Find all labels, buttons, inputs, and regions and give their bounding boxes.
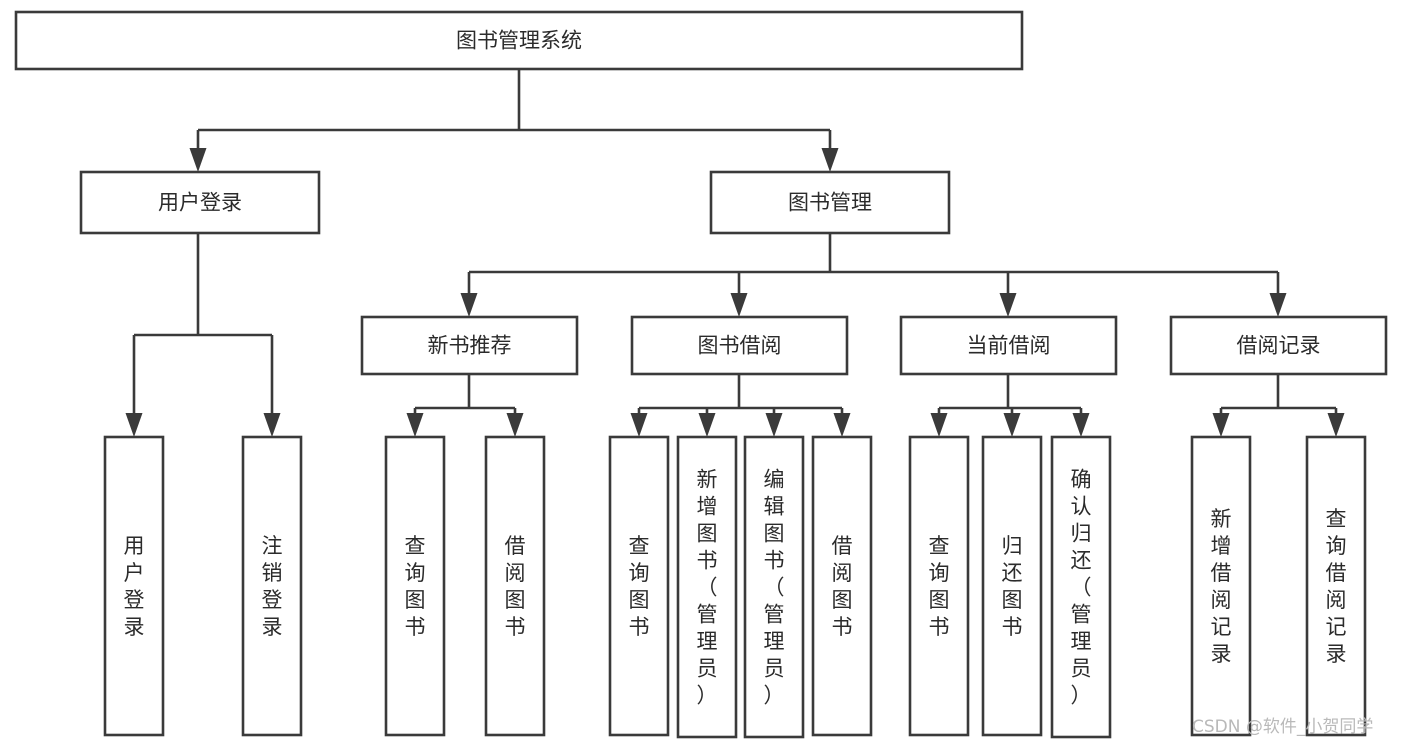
node-label-leaf-query-borrow-record: 查询借阅记录 <box>1326 507 1347 666</box>
leaf-arrow-3-head <box>698 413 716 437</box>
node-leaf-query-borrow-record[interactable]: 查询借阅记录 <box>1305 435 1367 737</box>
node-box-new-book-recommend[interactable] <box>360 315 579 376</box>
leaf-arrow-2-head <box>630 413 648 437</box>
node-label-leaf-confirm-return-admin: 确认归还（管理员） <box>1071 468 1092 708</box>
leaf-arrow-7-head <box>1003 413 1021 437</box>
node-box-leaf-query-borrow-record[interactable] <box>1305 435 1367 737</box>
node-label-user-login: 用户登录 <box>158 191 242 215</box>
node-label-leaf-user-logout: 注销登录 <box>262 534 283 639</box>
leaf-arrow-0-head <box>406 413 424 437</box>
node-label-leaf-rec-borrow-book: 借阅图书 <box>505 534 526 639</box>
node-label-book-borrow: 图书借阅 <box>698 334 782 358</box>
node-box-current-borrow[interactable] <box>899 315 1118 376</box>
leaf-arrow-1-head <box>506 413 524 437</box>
node-leaf-add-borrow-record[interactable]: 新增借阅记录 <box>1190 435 1252 737</box>
node-box-leaf-rec-borrow-book[interactable] <box>484 435 546 737</box>
node-box-leaf-add-borrow-record[interactable] <box>1190 435 1252 737</box>
node-leaf-confirm-return-admin[interactable]: 确认归还（管理员） <box>1050 435 1112 739</box>
node-borrow-record[interactable]: 借阅记录 <box>1169 315 1388 376</box>
node-label-leaf-add-book-admin: 新增图书（管理员） <box>697 468 718 708</box>
node-box-leaf-user-login[interactable] <box>103 435 165 737</box>
node-book-borrow[interactable]: 图书借阅 <box>630 315 849 376</box>
node-leaf-rec-query-book[interactable]: 查询图书 <box>384 435 446 737</box>
node-leaf-borrow-query-book[interactable]: 查询图书 <box>608 435 670 737</box>
leaf-arrow-6-head <box>930 413 948 437</box>
node-box-user-login[interactable] <box>79 170 321 235</box>
node-leaf-user-login[interactable]: 用户登录 <box>103 435 165 737</box>
user-login-leaf-arrow-1-head <box>263 413 281 437</box>
node-label-leaf-cur-query-book: 查询图书 <box>929 534 950 639</box>
node-box-leaf-edit-book-admin[interactable] <box>743 435 805 739</box>
node-box-leaf-borrow-book[interactable] <box>811 435 873 737</box>
user-login-leaf-arrow-0-head <box>125 413 143 437</box>
level3-arrow-2-head <box>999 293 1017 317</box>
node-label-book-management: 图书管理 <box>788 191 872 215</box>
node-box-borrow-record[interactable] <box>1169 315 1388 376</box>
node-box-leaf-add-book-admin[interactable] <box>676 435 738 739</box>
level2-arrow-1-head <box>821 148 839 172</box>
node-root[interactable]: 图书管理系统 <box>14 10 1024 71</box>
node-leaf-borrow-book[interactable]: 借阅图书 <box>811 435 873 737</box>
leaf-arrow-4-head <box>765 413 783 437</box>
node-layer: 图书管理系统用户登录图书管理新书推荐图书借阅当前借阅借阅记录用户登录注销登录查询… <box>14 10 1388 739</box>
node-box-leaf-confirm-return-admin[interactable] <box>1050 435 1112 739</box>
node-label-leaf-add-borrow-record: 新增借阅记录 <box>1211 507 1232 666</box>
node-box-root[interactable] <box>14 10 1024 71</box>
node-box-leaf-borrow-query-book[interactable] <box>608 435 670 737</box>
leaf-arrow-10-head <box>1327 413 1345 437</box>
node-label-new-book-recommend: 新书推荐 <box>428 334 512 358</box>
node-book-management[interactable]: 图书管理 <box>709 170 951 235</box>
csdn-watermark: CSDN @软件_小贺同学 <box>1192 717 1373 737</box>
node-box-leaf-rec-query-book[interactable] <box>384 435 446 737</box>
level2-arrow-0-head <box>189 148 207 172</box>
node-leaf-cur-query-book[interactable]: 查询图书 <box>908 435 970 737</box>
leaf-arrow-9-head <box>1212 413 1230 437</box>
node-label-borrow-record: 借阅记录 <box>1237 334 1321 358</box>
node-box-leaf-return-book[interactable] <box>981 435 1043 737</box>
level3-arrow-3-head <box>1269 293 1287 317</box>
node-leaf-return-book[interactable]: 归还图书 <box>981 435 1043 737</box>
node-label-leaf-edit-book-admin: 编辑图书（管理员） <box>764 468 785 708</box>
node-label-leaf-return-book: 归还图书 <box>1002 534 1023 639</box>
node-label-current-borrow: 当前借阅 <box>967 334 1051 358</box>
node-label-root: 图书管理系统 <box>456 29 582 53</box>
node-leaf-user-logout[interactable]: 注销登录 <box>241 435 303 737</box>
leaf-arrow-5-head <box>833 413 851 437</box>
node-leaf-edit-book-admin[interactable]: 编辑图书（管理员） <box>743 435 805 739</box>
node-new-book-recommend[interactable]: 新书推荐 <box>360 315 579 376</box>
node-box-book-management[interactable] <box>709 170 951 235</box>
node-label-leaf-rec-query-book: 查询图书 <box>405 534 426 639</box>
node-leaf-add-book-admin[interactable]: 新增图书（管理员） <box>676 435 738 739</box>
node-current-borrow[interactable]: 当前借阅 <box>899 315 1118 376</box>
level3-arrow-0-head <box>460 293 478 317</box>
node-leaf-rec-borrow-book[interactable]: 借阅图书 <box>484 435 546 737</box>
connector-layer <box>125 69 1345 437</box>
node-label-leaf-user-login: 用户登录 <box>124 534 145 639</box>
node-box-book-borrow[interactable] <box>630 315 849 376</box>
node-label-leaf-borrow-query-book: 查询图书 <box>629 534 650 639</box>
node-box-leaf-user-logout[interactable] <box>241 435 303 737</box>
level3-arrow-1-head <box>730 293 748 317</box>
node-label-leaf-borrow-book: 借阅图书 <box>832 534 853 639</box>
node-user-login[interactable]: 用户登录 <box>79 170 321 235</box>
leaf-arrow-8-head <box>1072 413 1090 437</box>
node-box-leaf-cur-query-book[interactable] <box>908 435 970 737</box>
